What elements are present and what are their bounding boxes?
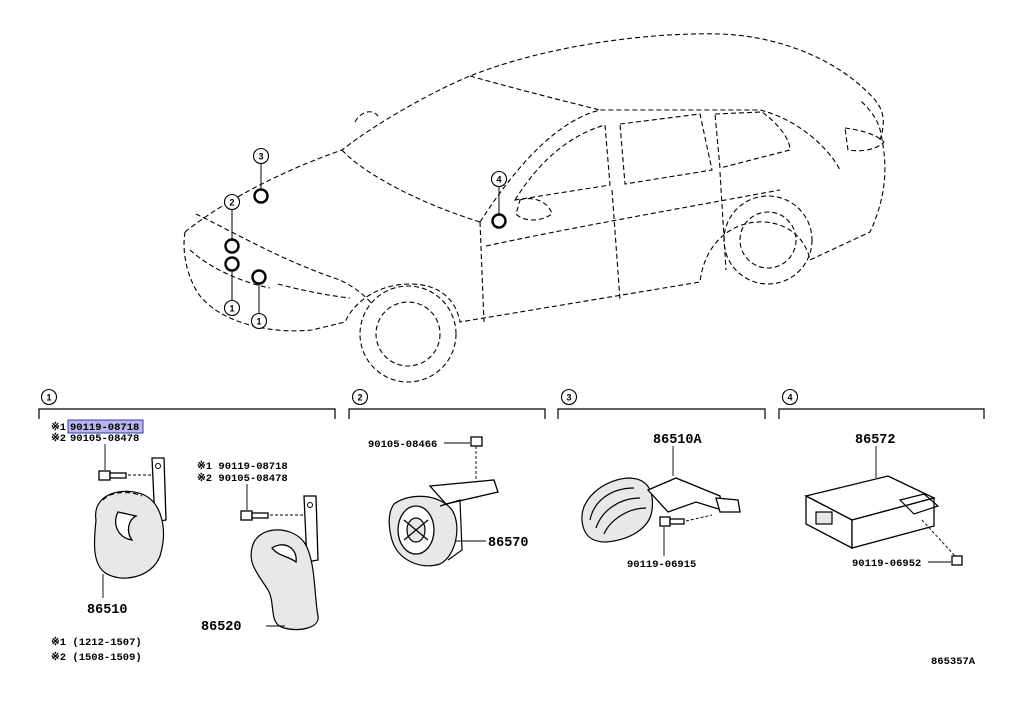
note2-mark: ※2 xyxy=(51,432,66,445)
section3-part-label[interactable]: 86510A xyxy=(653,433,703,448)
section-3-callout: 3 xyxy=(560,388,578,406)
section-brackets xyxy=(38,408,985,419)
svg-text:1: 1 xyxy=(229,304,234,314)
bolt2-note2[interactable]: ※2 90105-08478 xyxy=(197,472,288,485)
note2-part-link[interactable]: 90105-08478 xyxy=(70,433,139,445)
svg-text:1: 1 xyxy=(46,393,51,403)
car-illustration xyxy=(183,33,886,383)
section4-bolt-label[interactable]: 90119-06952 xyxy=(852,558,921,570)
svg-text:2: 2 xyxy=(229,198,234,208)
section3-bolt-label[interactable]: 90119-06915 xyxy=(627,559,696,571)
footnote-1: ※1 (1212-1507) xyxy=(51,636,142,649)
section-4-callout: 4 xyxy=(781,388,799,406)
callout-4-car: 4 xyxy=(490,170,508,188)
svg-text:3: 3 xyxy=(258,152,263,162)
section-3: 86510A 90119-06915 xyxy=(581,433,741,571)
bolt2-note1[interactable]: ※1 90119-08718 xyxy=(197,460,288,473)
horn-86510-label[interactable]: 86510 xyxy=(87,603,128,618)
ecu-86572-illustration[interactable] xyxy=(804,475,940,550)
bolt-icon-2 xyxy=(240,510,269,521)
note1-part-link[interactable]: 90119-08718 xyxy=(70,422,139,434)
highlight-box xyxy=(67,419,144,434)
horn-86510a-illustration[interactable] xyxy=(581,477,741,543)
svg-text:4: 4 xyxy=(496,175,501,185)
horn-86520-illustration[interactable] xyxy=(250,495,319,631)
siren-86570-label[interactable]: 86570 xyxy=(488,536,529,551)
svg-text:4: 4 xyxy=(787,393,792,403)
section-2-callout: 2 xyxy=(351,388,369,406)
section-4: 86572 90119-06952 xyxy=(804,433,963,570)
note1-mark: ※1 xyxy=(51,421,66,434)
section-1: ※1 90119-08718 ※2 90105-08478 86510 ※1 9… xyxy=(51,419,319,664)
section-1-callout: 1 xyxy=(40,388,58,406)
svg-text:2: 2 xyxy=(357,393,362,403)
siren-86570-illustration[interactable] xyxy=(388,479,499,567)
bolt-icon xyxy=(98,470,127,481)
callout-2-car: 2 xyxy=(223,193,241,211)
callout-1-car-a: 1 xyxy=(223,299,241,317)
horn-86520-label[interactable]: 86520 xyxy=(201,620,242,635)
diagram-id: 865357A xyxy=(931,656,976,668)
callout-3-car: 3 xyxy=(252,147,270,165)
svg-text:3: 3 xyxy=(566,393,571,403)
section-2: 90105-08466 86570 xyxy=(368,436,529,567)
svg-text:1: 1 xyxy=(256,317,261,327)
horn-86510-illustration[interactable] xyxy=(93,457,167,579)
locator-markers xyxy=(224,164,507,313)
section4-part-label[interactable]: 86572 xyxy=(855,433,896,448)
footnote-2: ※2 (1508-1509) xyxy=(51,651,142,664)
bolt-icon-5 xyxy=(951,555,963,566)
section2-bolt-label[interactable]: 90105-08466 xyxy=(368,439,437,451)
callout-1-car-b: 1 xyxy=(250,312,268,330)
bolt-icon-3 xyxy=(470,436,483,488)
bolt-icon-4 xyxy=(659,516,685,527)
